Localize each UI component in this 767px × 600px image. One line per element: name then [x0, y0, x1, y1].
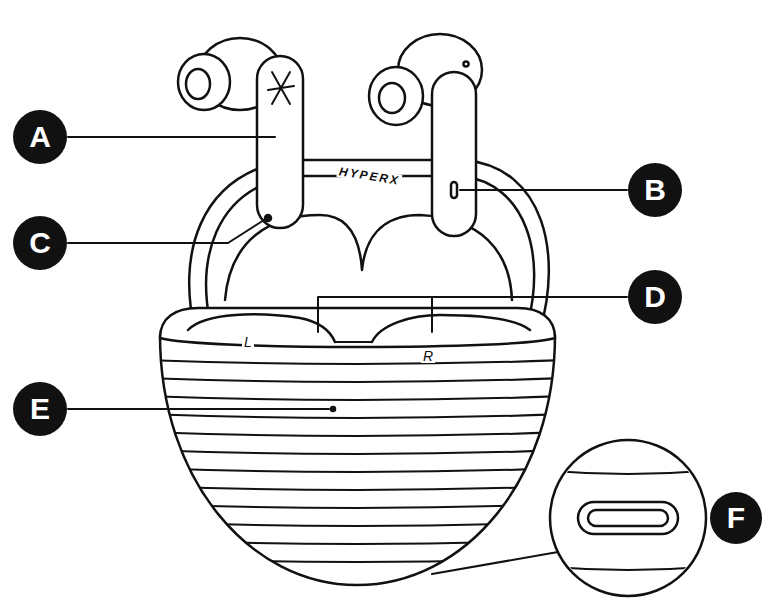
logo-text: HYPERX	[336, 161, 403, 189]
side-letter: R	[421, 349, 435, 363]
callout-letter: D	[644, 282, 666, 312]
callout-letter: C	[29, 228, 51, 258]
brand-text: HYPERX	[337, 165, 403, 187]
callout-letter: F	[727, 503, 745, 533]
leader-line	[68, 136, 275, 138]
callout-badge: F	[710, 492, 762, 544]
leader-line	[68, 408, 329, 410]
left-cavity	[188, 314, 335, 342]
leader-line	[68, 220, 264, 243]
side-letter: L	[242, 335, 254, 349]
callout-badge: A	[13, 110, 67, 164]
case-top-rim	[160, 308, 555, 347]
case-lid	[189, 160, 549, 330]
callout-badge: E	[13, 382, 67, 436]
leader-bracket	[318, 297, 627, 332]
magnifier-circle	[550, 440, 706, 596]
callout-letter: A	[29, 122, 51, 152]
callout-badge: C	[13, 216, 67, 270]
callout-letter: B	[644, 175, 666, 205]
case-ridges	[150, 360, 565, 562]
right-cavity	[372, 315, 530, 342]
case-body	[160, 335, 555, 585]
usb-c-port	[540, 470, 716, 570]
leader-line	[432, 552, 558, 574]
cavity-divider	[335, 341, 372, 343]
right-earbud	[369, 34, 482, 236]
callout-letter: E	[30, 394, 50, 424]
status-light	[331, 407, 335, 411]
leader-line	[460, 189, 627, 191]
left-earbud	[178, 38, 303, 228]
side-marking: L	[242, 333, 254, 351]
side-marking: R	[421, 347, 435, 365]
callout-badge: B	[628, 163, 682, 217]
callout-badge: D	[628, 270, 682, 324]
lid-inner-rim	[206, 176, 534, 322]
